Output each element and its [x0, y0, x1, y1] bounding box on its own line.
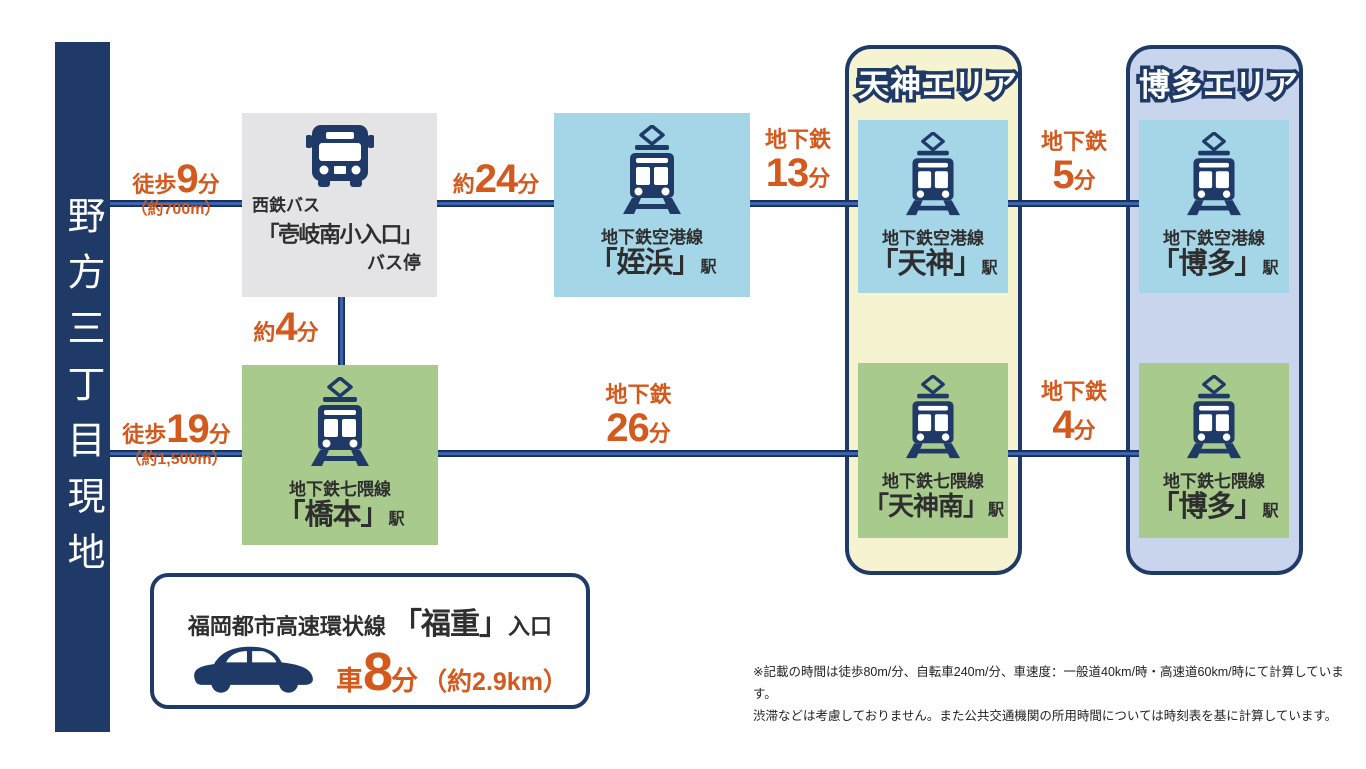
- bus-stop-name: 「壱岐南小入口」: [257, 222, 423, 247]
- station-name: 「博多」駅: [1150, 248, 1278, 280]
- station-name: 「天神」駅: [869, 248, 997, 280]
- station-line-label: 地下鉄空港線: [882, 229, 984, 248]
- route-line-bus24: [437, 200, 555, 207]
- station-name: 「姪浜」駅: [588, 247, 716, 279]
- train-icon: [623, 125, 681, 214]
- bus-icon: [305, 125, 374, 187]
- car-route-box: 福岡都市高速環状線 「福重」入口 車8分（約2.9km）: [150, 573, 590, 709]
- entrance-name: 「福重」: [392, 608, 509, 641]
- origin-bar: 野方三丁目現地: [55, 42, 110, 732]
- edge-walk19-distance: （約1,500m）: [125, 451, 228, 468]
- bus-stop-box: 西鉄バス 「壱岐南小入口」 バス停: [242, 113, 437, 297]
- route-line-subway5: [1008, 200, 1140, 207]
- bus-stop-text: 西鉄バス 「壱岐南小入口」 バス停: [242, 191, 437, 275]
- car-route-title: 福岡都市高速環状線 「福重」入口: [154, 599, 586, 643]
- station-name: 「天神南」駅: [862, 491, 1004, 521]
- bus-stop-suffix: バス停: [367, 253, 421, 273]
- route-line-walk19: [110, 450, 243, 457]
- car-distance: （約2.9km）: [422, 668, 568, 696]
- station-line-label: 地下鉄七隈線: [289, 480, 391, 499]
- disclaimer-line2: 渋滞などは考慮しておりません。また公共交通機関の所用時間については時刻表を基に計…: [753, 708, 1338, 723]
- car-icon: [194, 646, 313, 693]
- bus-company: 西鉄バス: [252, 196, 320, 215]
- station-line-label: 地下鉄空港線: [601, 228, 703, 247]
- train-icon: [905, 132, 961, 216]
- car-time-label: 車8分（約2.9km）: [336, 642, 568, 702]
- edge-transfer4-label: 約4分: [253, 305, 319, 349]
- train-icon: [1186, 132, 1242, 216]
- station-hakata-airport: 地下鉄空港線 「博多」駅: [1139, 120, 1289, 293]
- expressway-name: 福岡都市高速環状線: [187, 614, 393, 639]
- station-meinohama: 地下鉄空港線 「姪浜」駅: [554, 113, 750, 297]
- station-name: 「橋本」駅: [276, 499, 404, 531]
- edge-walk9-distance: （約700m）: [131, 201, 221, 218]
- station-tenjin-minami: 地下鉄七隈線 「天神南」駅: [858, 363, 1008, 538]
- edge-bus24-label: 約24分: [452, 157, 540, 201]
- train-icon: [311, 377, 369, 466]
- disclaimer-line1: ※記載の時間は徒歩80m/分、自転車240m/分、車速度：一般道40km/時・高…: [753, 665, 1344, 701]
- tenjin-area-title: 天神エリア: [855, 65, 1021, 107]
- station-line-label: 地下鉄空港線: [1163, 229, 1265, 248]
- edge-walk19-label: 徒歩19分 （約1,500m）: [110, 408, 243, 469]
- entrance-suffix: 入口: [508, 614, 553, 639]
- station-tenjin: 地下鉄空港線 「天神」駅: [858, 120, 1008, 293]
- train-icon: [905, 375, 961, 459]
- origin-label: 野方三丁目現地: [61, 196, 103, 588]
- route-line-subway13: [750, 200, 860, 207]
- disclaimer-text: ※記載の時間は徒歩80m/分、自転車240m/分、車速度：一般道40km/時・高…: [753, 662, 1348, 728]
- station-hakata-nanakuma: 地下鉄七隈線 「博多」駅: [1139, 363, 1289, 538]
- route-line-subway26: [438, 450, 859, 457]
- hakata-area-title: 博多エリア: [1136, 65, 1302, 107]
- route-line-transfer4: [338, 297, 345, 366]
- station-line-label: 地下鉄七隈線: [882, 472, 984, 491]
- route-line-subway4: [1008, 450, 1140, 457]
- train-icon: [1186, 375, 1242, 459]
- station-name: 「博多」駅: [1150, 491, 1278, 523]
- route-line-walk9: [110, 200, 242, 207]
- station-line-label: 地下鉄七隈線: [1163, 472, 1265, 491]
- edge-walk9-label: 徒歩9分 （約700m）: [110, 158, 242, 219]
- station-hashimoto: 地下鉄七隈線 「橋本」駅: [242, 365, 438, 545]
